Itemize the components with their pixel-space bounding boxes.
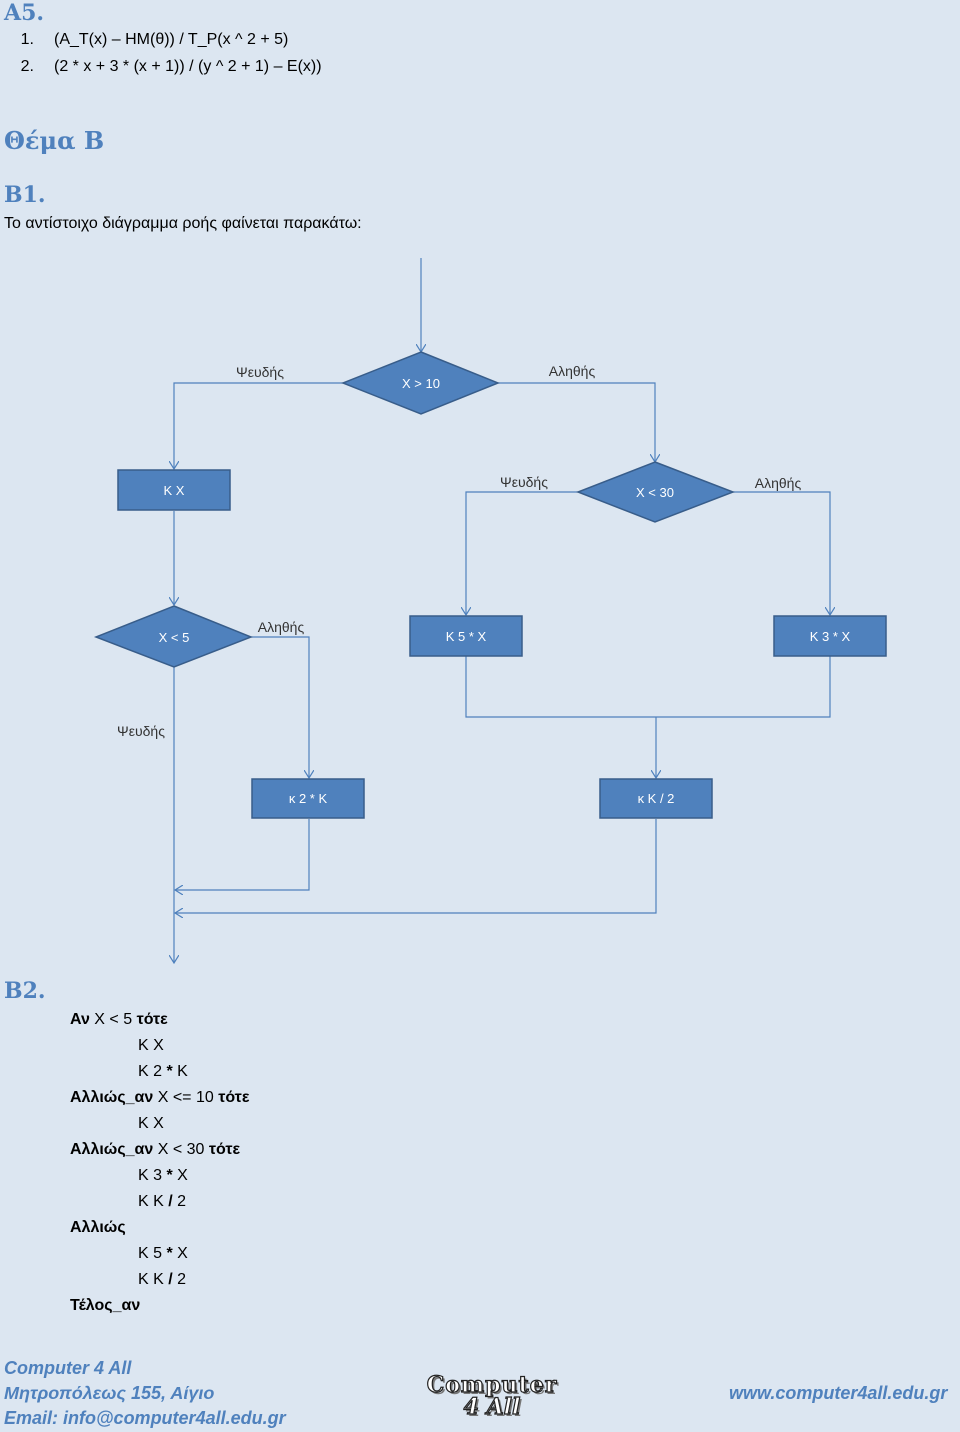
edge-label-false: Ψευδής (117, 723, 165, 739)
a5-list-item: 1. (A_T(x) – HM(θ)) / T_P(x ^ 2 + 5) (0, 31, 289, 49)
keyword-text: Αν (70, 1011, 90, 1028)
code-text: K (138, 1063, 154, 1080)
pseudocode-line: K X (70, 1033, 249, 1059)
edge-label-false: Ψευδής (236, 364, 284, 380)
process-k-assign-2k-label: κ 2 * K (289, 791, 328, 806)
list-number: 2. (20, 58, 34, 75)
pseudocode-line: Αλλιώς (70, 1215, 249, 1241)
expression-text: (A_T(x) – HM(θ)) / T_P(x ^ 2 + 5) (54, 31, 289, 48)
code-text: K (138, 1037, 154, 1054)
decision-x-lt-5-label: X < 5 (159, 630, 190, 645)
pseudocode-line: K 5 * X (70, 1241, 249, 1267)
process-k-assign-3x-label: K 3 * X (810, 629, 851, 644)
code-text: K (172, 1063, 188, 1080)
keyword-text: * (166, 1167, 173, 1184)
code-text: K (138, 1167, 154, 1184)
process-k-assign-5x-label: K 5 * X (446, 629, 487, 644)
flowchart: X > 10 X < 30 X < 5 K X K 5 * X K 3 * X … (93, 258, 887, 970)
keyword-text: τότε (136, 1011, 168, 1028)
edge-p4-return (175, 819, 310, 890)
b1-intro-text: Το αντίστοιχο διάγραμμα ροής φαίνεται πα… (4, 215, 362, 232)
keyword-text: / (168, 1193, 173, 1210)
code-text: X <= 10 (153, 1089, 219, 1106)
pseudocode-line: Αλλιώς_αν X < 30 τότε (70, 1137, 249, 1163)
section-b2-heading: Β2. (4, 978, 46, 1004)
keyword-text: * (166, 1063, 173, 1080)
code-text: X < 30 (153, 1141, 209, 1158)
keyword-text: * (166, 1245, 173, 1262)
keyword-text: / (168, 1271, 173, 1288)
edge-label-true: Αληθής (549, 363, 596, 379)
code-text: 2 (172, 1193, 187, 1210)
code-text: 2 (153, 1063, 167, 1080)
code-text: K (153, 1193, 169, 1210)
code-text: K (138, 1245, 154, 1262)
pseudocode-line: Τέλος_αν (70, 1293, 249, 1319)
pseudocode-line: K K / 2 (70, 1189, 249, 1215)
process-k-assign-k-half (599, 778, 713, 819)
code-text: X (172, 1167, 188, 1184)
edge-label-false: Ψευδής (500, 474, 548, 490)
keyword-text: τότε (218, 1089, 250, 1106)
edge-merge-p2-p3 (465, 656, 831, 718)
code-text: 2 (172, 1271, 187, 1288)
process-k-assign-x-label: K X (164, 483, 185, 498)
logo-bottom-text: 4 All (463, 1393, 521, 1420)
pseudocode-line: K 3 * X (70, 1163, 249, 1189)
flowchart-edges (174, 258, 830, 963)
edge-label-true: Αληθής (258, 619, 305, 635)
footer-email: Email: info@computer4all.edu.gr (4, 1408, 286, 1428)
code-text: 3 (153, 1167, 167, 1184)
edge-label-true: Αληθής (755, 475, 802, 491)
company-logo: Computer 4 All (418, 1371, 566, 1428)
edge-d1-true (498, 382, 655, 462)
process-k-assign-3x (773, 615, 887, 657)
code-text: X (172, 1245, 188, 1262)
edge-d2-true (733, 491, 830, 615)
a5-list-item: 2. (2 * x + 3 * (x + 1)) / (y ^ 2 + 1) – … (0, 58, 322, 76)
keyword-text: Αλλιώς_αν (70, 1141, 154, 1158)
keyword-text: Αλλιώς_αν (70, 1089, 154, 1106)
process-k-assign-2k (251, 778, 365, 819)
footer-website-link[interactable]: www.computer4all.edu.gr (729, 1383, 948, 1403)
decision-x-lt-5 (93, 605, 254, 668)
keyword-text: Τέλος_αν (70, 1297, 141, 1314)
edge-d1-false (174, 382, 343, 469)
decision-x-lt-30 (575, 461, 736, 523)
pseudocode-line: K K / 2 (70, 1267, 249, 1293)
section-a5-heading: Α5. (4, 0, 45, 26)
code-text: X (153, 1037, 164, 1054)
code-text: 5 (153, 1245, 167, 1262)
code-text: K (153, 1271, 169, 1288)
keyword-text: τότε (208, 1141, 241, 1158)
process-k-assign-5x (409, 615, 523, 657)
list-number: 1. (20, 31, 34, 48)
code-text: X < 5 (89, 1011, 137, 1028)
pseudocode-line: Αν X < 5 τότε (70, 1007, 249, 1033)
edge-d2-false (466, 491, 578, 615)
code-text: K (138, 1115, 154, 1132)
logo-top-text: Computer (426, 1371, 558, 1398)
section-b1-heading: Β1. (4, 182, 46, 208)
code-text: X (153, 1115, 164, 1132)
process-k-assign-x (117, 469, 231, 511)
code-text: K (138, 1193, 154, 1210)
expression-text: (2 * x + 3 * (x + 1)) / (y ^ 2 + 1) – E(… (54, 58, 322, 75)
pseudocode-line: Αλλιώς_αν X <= 10 τότε (70, 1085, 249, 1111)
pseudocode-line: K 2 * K (70, 1059, 249, 1085)
pseudocode-line: K X (70, 1111, 249, 1137)
footer-org-name: Computer 4 All (4, 1358, 132, 1378)
process-k-assign-k-half-label: κ K / 2 (638, 791, 675, 806)
keyword-text: Αλλιώς (70, 1219, 126, 1236)
footer-address: Μητροπόλεως 155, Αίγιο (4, 1383, 215, 1403)
decision-x-gt-10-label: X > 10 (402, 376, 440, 391)
edge-p5-return (175, 819, 657, 913)
theme-b-title: Θέμα Β (4, 126, 105, 155)
decision-x-lt-30-label: X < 30 (636, 485, 674, 500)
code-text: K (138, 1271, 154, 1288)
edge-d3-true (251, 636, 309, 778)
decision-x-gt-10 (340, 351, 501, 415)
